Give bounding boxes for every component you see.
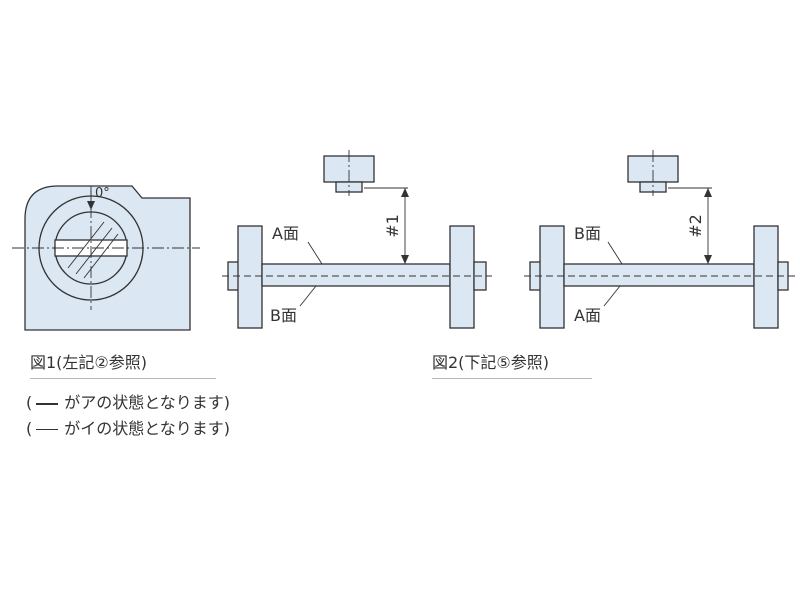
leader-upper-surface bbox=[307, 241, 323, 265]
figure2-left-view: #1 bbox=[222, 150, 492, 329]
figure1-caption: 図1(左記②参照) bbox=[30, 352, 216, 379]
surface-label-b: B面 bbox=[270, 306, 297, 325]
legend-note-thick-line: ( がアの状態となります) bbox=[26, 392, 230, 414]
dimension-label: #1 bbox=[383, 214, 402, 238]
figure1-block-view: 0° bbox=[12, 185, 200, 331]
dimension-arrow-bottom bbox=[704, 255, 712, 264]
thick-line-swatch bbox=[36, 402, 59, 405]
figure2-caption: 図2(下記⑤参照) bbox=[432, 352, 592, 379]
dimension-label: #2 bbox=[686, 214, 705, 238]
hatch-line bbox=[67, 221, 105, 269]
angle-arrow-head bbox=[87, 201, 95, 210]
shaft bbox=[261, 263, 451, 287]
leader-lower-surface bbox=[603, 285, 621, 307]
note-text: がアの状態となります) bbox=[64, 393, 231, 412]
note-open-paren: ( bbox=[26, 393, 33, 412]
end-block-left bbox=[539, 225, 565, 329]
dimension-arrow-top bbox=[401, 188, 409, 197]
leader-upper-surface bbox=[607, 241, 623, 265]
note-text: がイの状態となります) bbox=[64, 419, 231, 438]
legend-note-thin-line: ( がイの状態となります) bbox=[26, 418, 230, 440]
figure2-right-view: #2 bbox=[524, 150, 795, 329]
dimension-arrow-bottom bbox=[401, 255, 409, 264]
end-block-right bbox=[449, 225, 475, 329]
end-block-left bbox=[237, 225, 263, 329]
thin-line-swatch bbox=[36, 429, 59, 430]
hatch-line bbox=[75, 227, 113, 275]
hatch-line bbox=[83, 233, 119, 279]
shaft bbox=[563, 263, 755, 287]
leader-lower-surface bbox=[299, 285, 317, 307]
note-open-paren: ( bbox=[26, 419, 33, 438]
dimension-arrow-top bbox=[704, 188, 712, 197]
end-block-right bbox=[753, 225, 779, 329]
surface-label-a: A面 bbox=[272, 224, 299, 243]
angle-label: 0° bbox=[95, 186, 110, 201]
surface-label-a: A面 bbox=[574, 306, 601, 325]
surface-label-b: B面 bbox=[574, 224, 601, 243]
